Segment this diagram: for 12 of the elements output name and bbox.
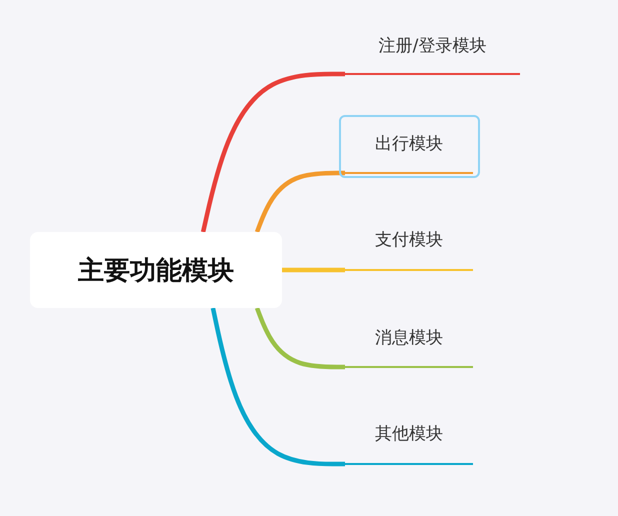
topic-label: 其他模块 — [375, 423, 443, 445]
branch-line — [281, 268, 345, 272]
branch-line — [254, 170, 345, 233]
topic-label: 出行模块 — [375, 132, 443, 154]
root-topic-box — [30, 232, 282, 308]
topic-label: 消息模块 — [375, 326, 443, 348]
topic-label: 支付模块 — [375, 229, 443, 251]
topic-label: 注册/登录模块 — [378, 35, 486, 57]
branch-line — [210, 308, 345, 466]
branch-line — [254, 307, 345, 370]
branch-line — [200, 72, 345, 232]
topic-label: 主要功能模块 — [78, 254, 234, 288]
